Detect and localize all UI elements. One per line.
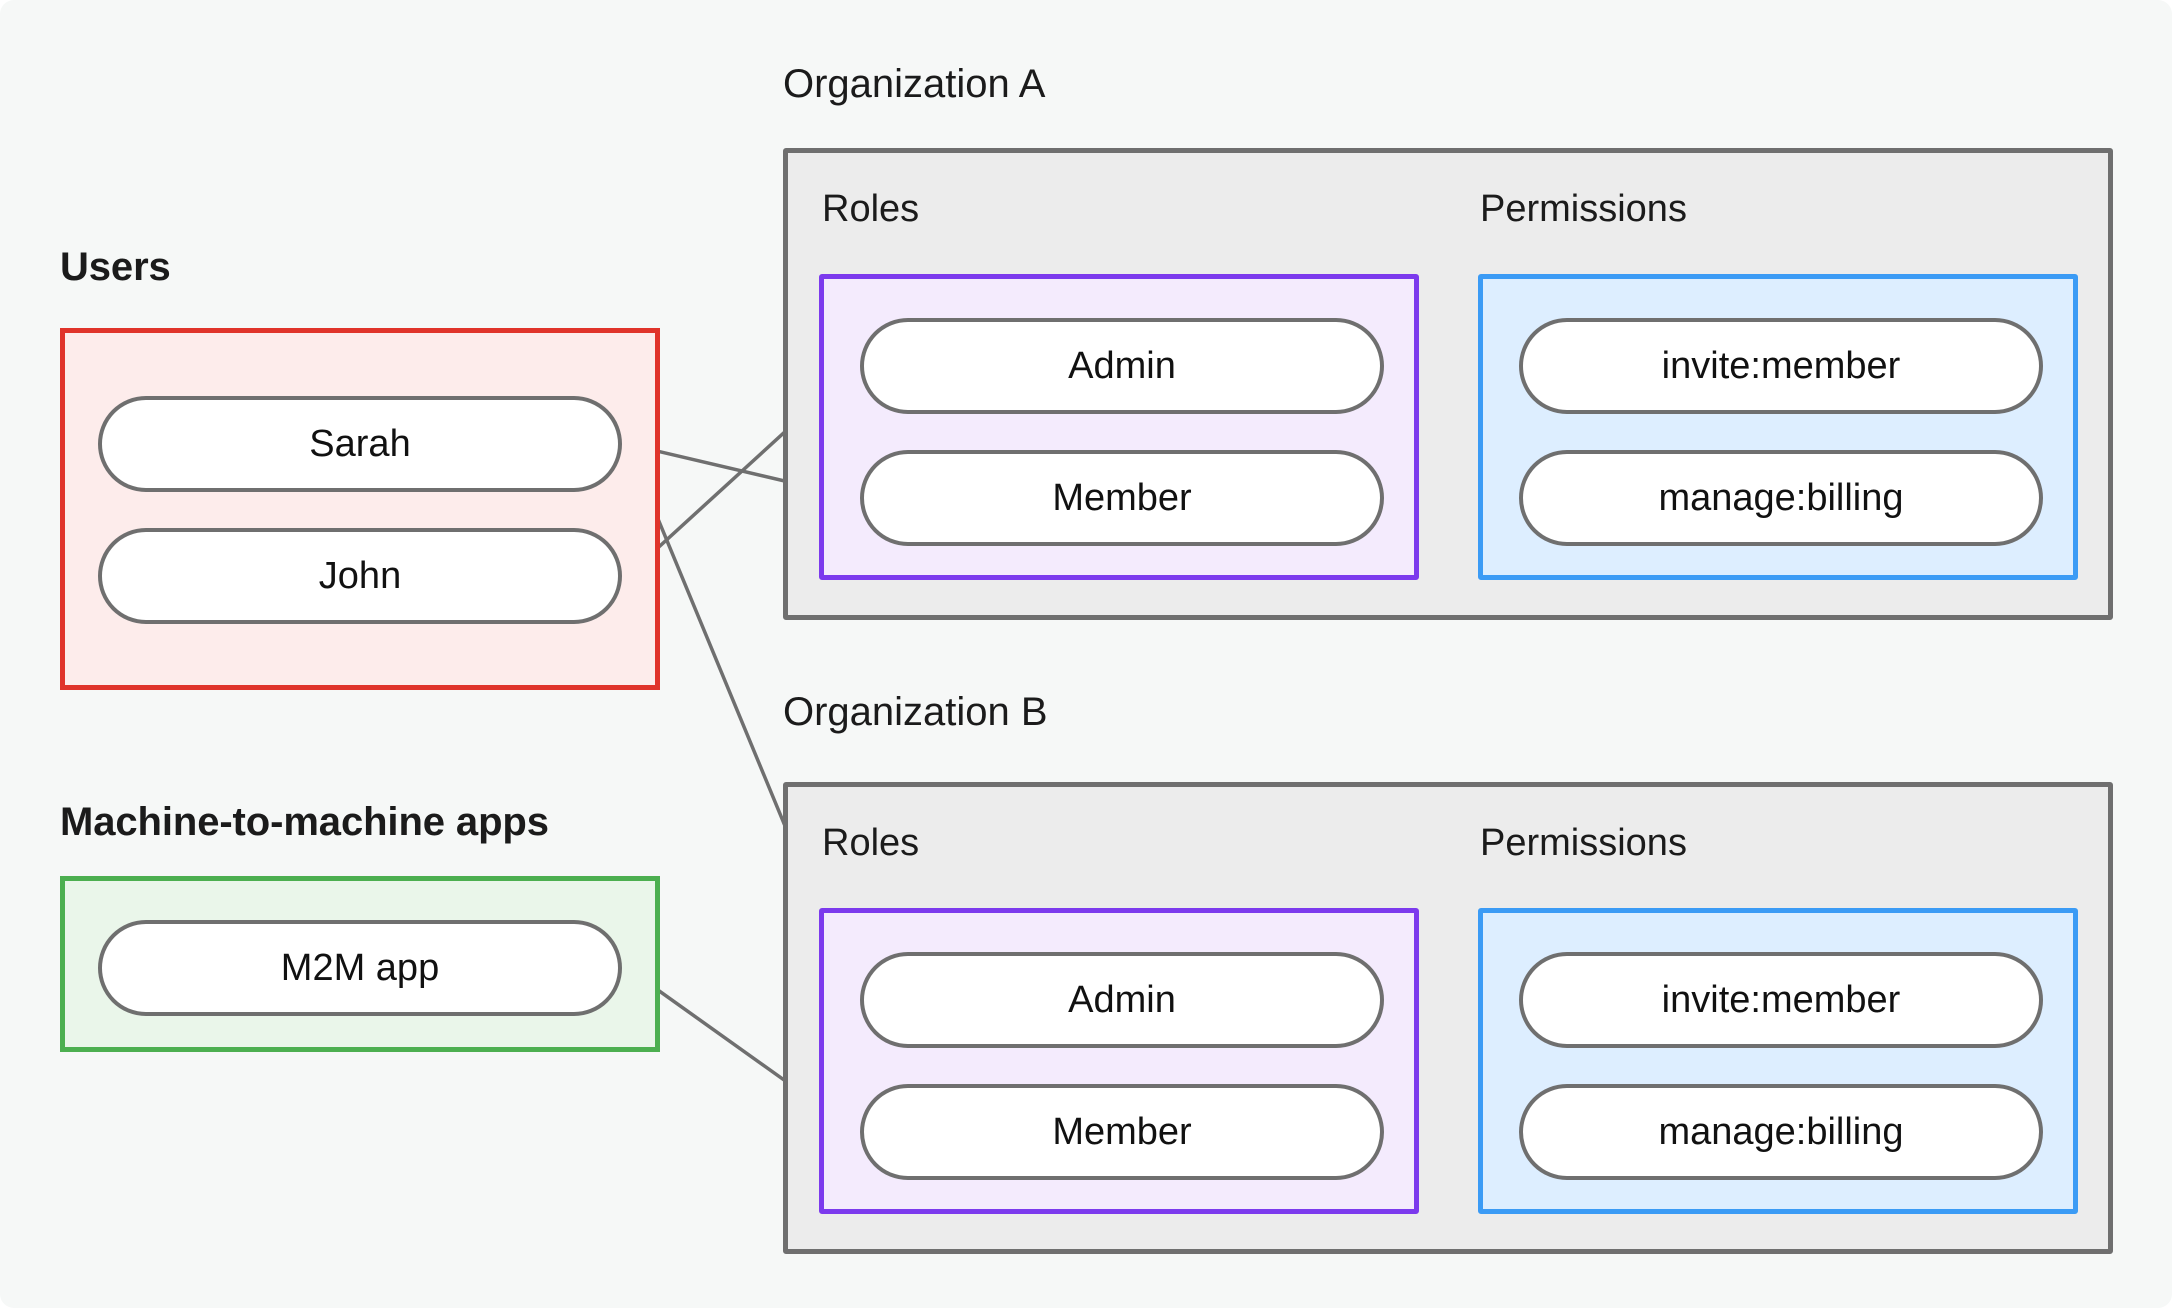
node-sarah-label: Sarah bbox=[309, 422, 411, 465]
node-org-a-admin[interactable]: Admin bbox=[860, 318, 1384, 414]
node-m2m-app-label: M2M app bbox=[280, 946, 440, 989]
node-sarah[interactable]: Sarah bbox=[98, 396, 622, 492]
org-b-permissions-header: Permissions bbox=[1480, 822, 1687, 864]
node-org-a-invite-member-label: invite:member bbox=[1661, 344, 1901, 387]
node-org-b-member-label: Member bbox=[1052, 1110, 1192, 1153]
node-org-b-manage-billing[interactable]: manage:billing bbox=[1519, 1084, 2043, 1180]
m2m-caption: Machine-to-machine apps bbox=[60, 800, 549, 844]
node-org-b-admin[interactable]: Admin bbox=[860, 952, 1384, 1048]
node-org-a-admin-label: Admin bbox=[1068, 344, 1176, 387]
org-a-caption: Organization A bbox=[783, 62, 1046, 106]
node-org-b-invite-member-label: invite:member bbox=[1661, 978, 1901, 1021]
users-group-box bbox=[60, 328, 660, 690]
org-a-roles-header: Roles bbox=[822, 188, 920, 230]
org-b-roles-header: Roles bbox=[822, 822, 920, 864]
node-org-a-invite-member[interactable]: invite:member bbox=[1519, 318, 2043, 414]
node-org-b-invite-member[interactable]: invite:member bbox=[1519, 952, 2043, 1048]
node-org-a-manage-billing-label: manage:billing bbox=[1658, 476, 1904, 519]
node-org-a-manage-billing[interactable]: manage:billing bbox=[1519, 450, 2043, 546]
node-org-a-member[interactable]: Member bbox=[860, 450, 1384, 546]
node-john-label: John bbox=[318, 554, 402, 597]
node-org-b-manage-billing-label: manage:billing bbox=[1658, 1110, 1904, 1153]
org-b-caption: Organization B bbox=[783, 690, 1048, 734]
node-org-b-member[interactable]: Member bbox=[860, 1084, 1384, 1180]
node-john[interactable]: John bbox=[98, 528, 622, 624]
node-org-b-admin-label: Admin bbox=[1068, 978, 1176, 1021]
node-org-a-member-label: Member bbox=[1052, 476, 1192, 519]
org-a-permissions-header: Permissions bbox=[1480, 188, 1687, 230]
users-caption: Users bbox=[60, 245, 171, 289]
node-m2m-app[interactable]: M2M app bbox=[98, 920, 622, 1016]
